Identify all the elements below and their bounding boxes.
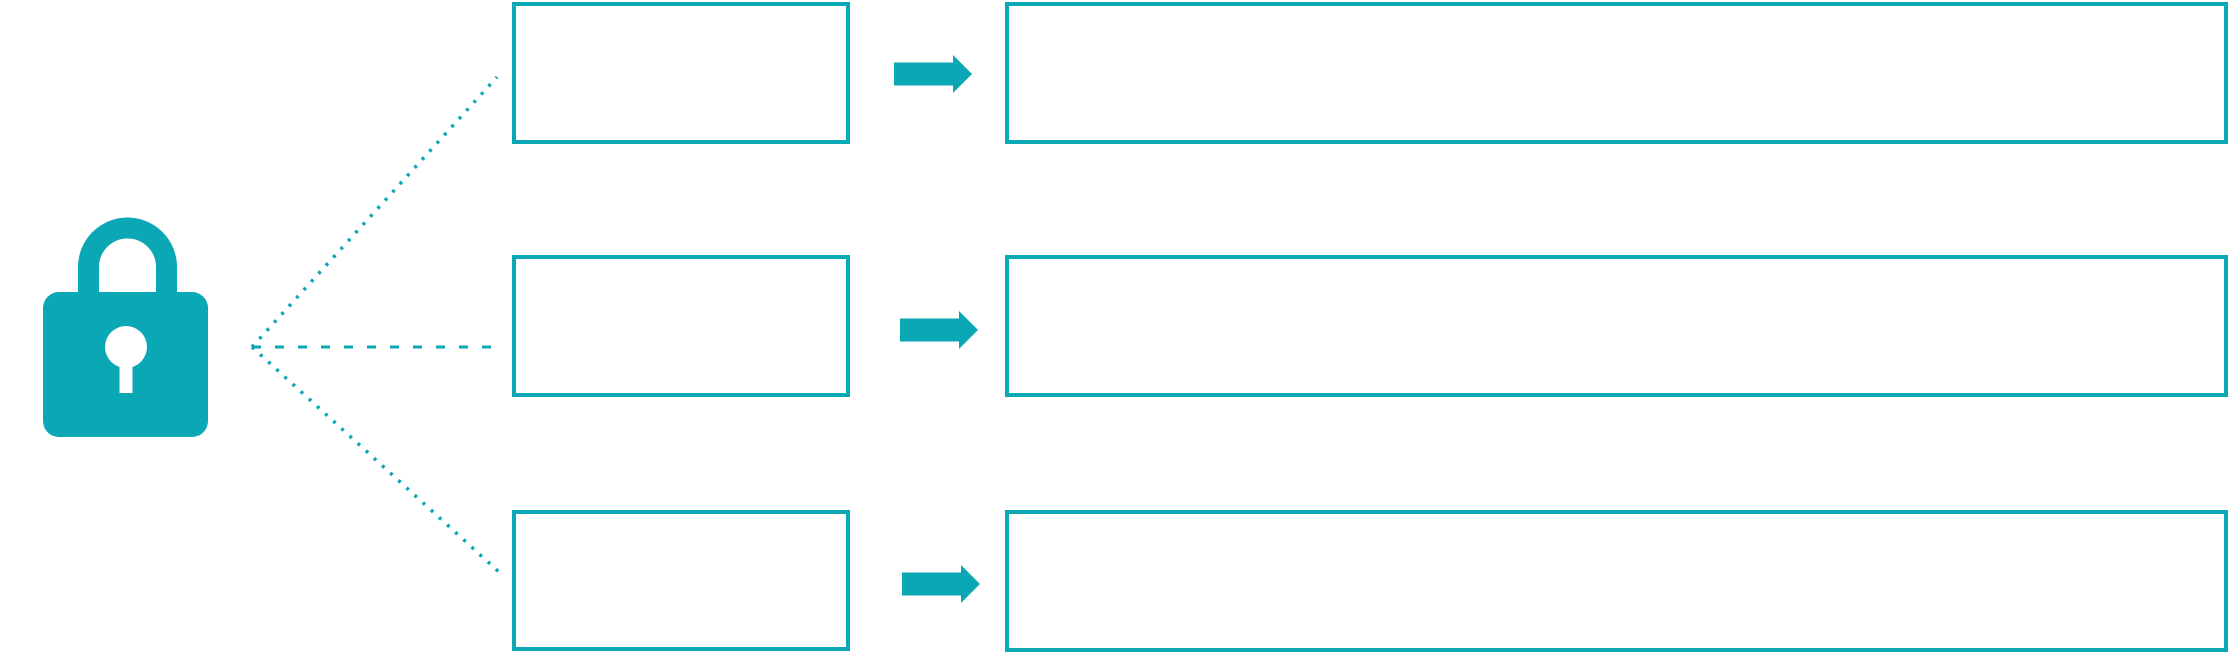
target-box-1: [1005, 2, 2228, 144]
padlock-keyhole-circle: [105, 326, 147, 368]
padlock-keyhole-stem: [119, 352, 133, 393]
connector-line-top: [250, 75, 499, 349]
right-block-arrow-icon-3: [902, 565, 980, 603]
padlock-icon: [30, 208, 220, 448]
padlock-shackle: [78, 217, 177, 300]
right-block-arrow-icon-1: [894, 55, 972, 93]
connector-line-bottom: [250, 345, 501, 574]
source-box-3: [512, 510, 850, 651]
source-box-1: [512, 2, 850, 144]
right-block-arrow-icon-2: [900, 311, 978, 349]
target-box-3: [1005, 510, 2228, 652]
target-box-2: [1005, 255, 2228, 397]
source-box-2: [512, 255, 850, 397]
